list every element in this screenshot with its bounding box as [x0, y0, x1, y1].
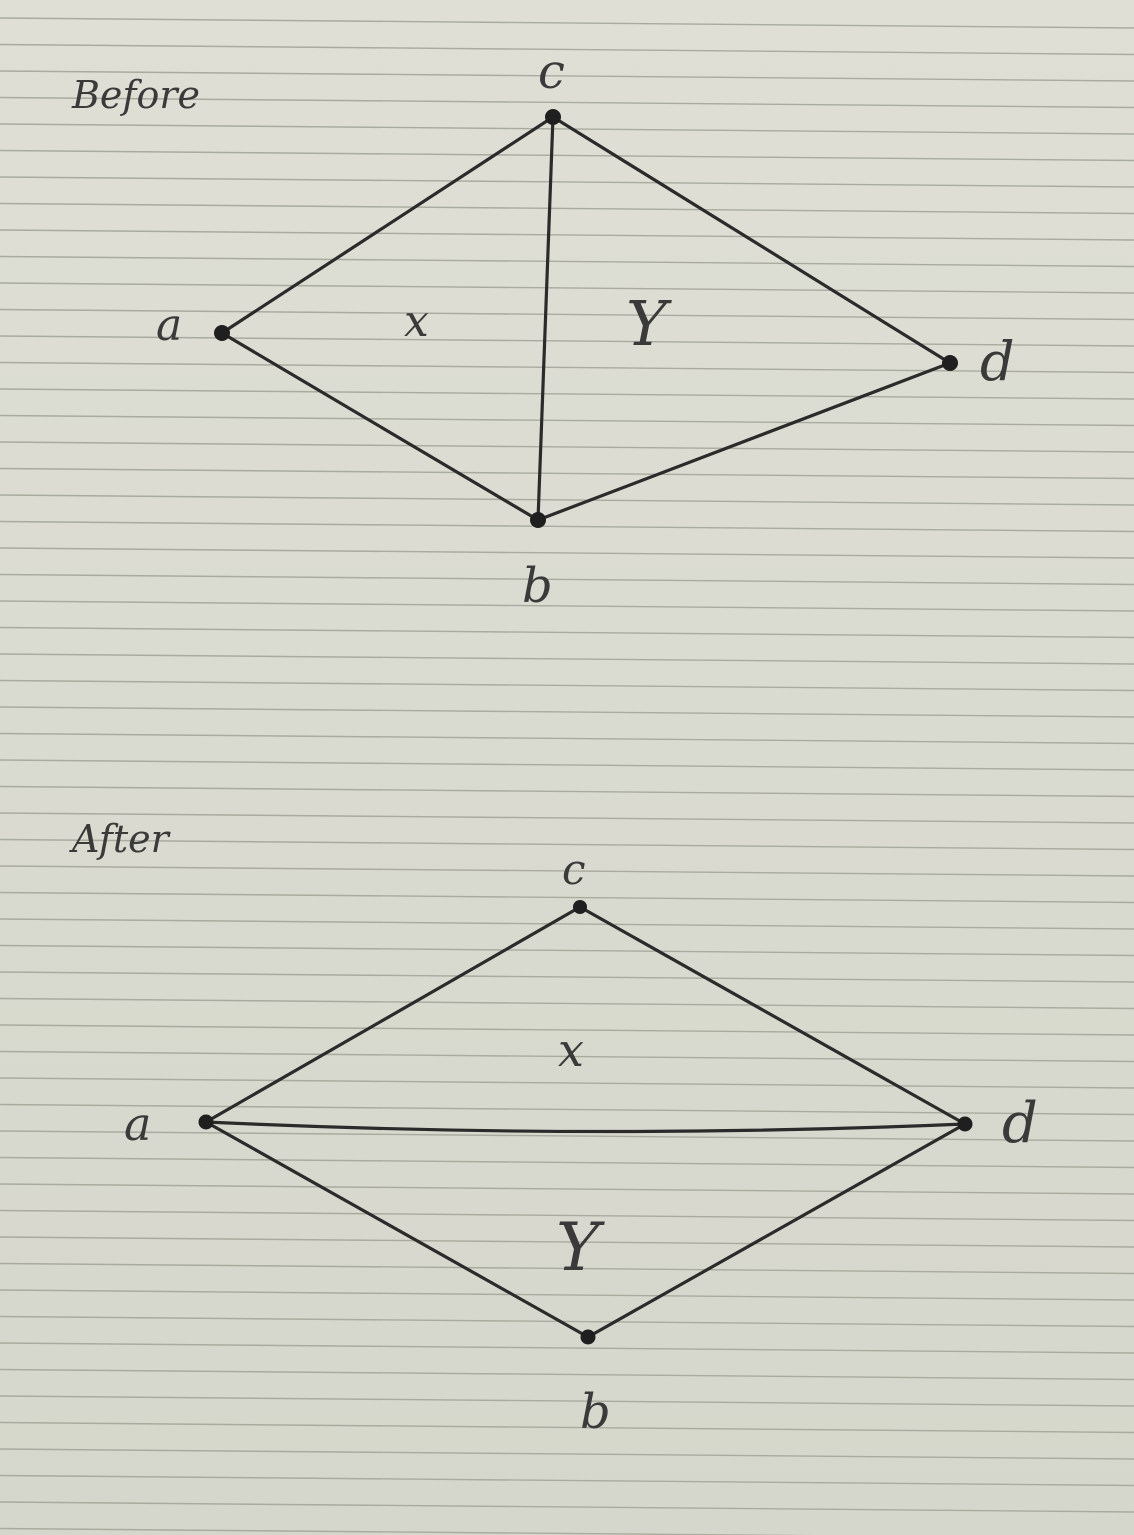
- before-face-x: x: [404, 296, 429, 347]
- after-edge-a-b: [204, 1120, 590, 1339]
- ruled-line: [0, 1368, 1134, 1381]
- ruled-line: [0, 255, 1134, 268]
- after-edges: [204, 905, 967, 1339]
- after-diagram: After a c b d x Y: [69, 817, 1038, 1440]
- ruled-line: [0, 573, 1134, 586]
- ruled-line: [0, 706, 1134, 718]
- ruled-line: [0, 653, 1134, 665]
- ruled-lines: [0, 17, 1134, 1535]
- ruled-line: [0, 282, 1134, 294]
- ruled-line: [0, 441, 1134, 453]
- ruled-line: [0, 1527, 817, 1535]
- ruled-line: [0, 494, 1134, 506]
- ruled-line: [0, 1130, 1134, 1142]
- after-edge-b-d: [586, 1122, 967, 1339]
- after-caption: After: [69, 817, 172, 861]
- before-diagram: Before a c b d x Y: [71, 44, 1015, 614]
- after-edge-a-c: [204, 905, 582, 1124]
- ruled-line: [0, 1236, 1134, 1248]
- before-label-d: d: [980, 330, 1015, 393]
- after-face-x: x: [558, 1023, 584, 1077]
- ruled-line: [0, 732, 1134, 745]
- ruled-line: [0, 1050, 1134, 1063]
- before-vertex-d: [942, 355, 958, 371]
- after-edge-c-d: [578, 905, 967, 1126]
- ruled-line: [0, 149, 1134, 162]
- before-edge-a-c: [220, 115, 555, 335]
- ruled-line: [0, 1342, 1134, 1354]
- ruled-line: [0, 1474, 1134, 1487]
- ruled-line: [0, 1448, 1134, 1460]
- ruled-line: [0, 361, 1134, 374]
- ruled-line: [0, 1103, 1134, 1116]
- after-vertex-d: [957, 1116, 973, 1132]
- before-label-b: b: [522, 558, 553, 614]
- after-vertex-b: [580, 1329, 596, 1345]
- after-label-d: d: [1002, 1091, 1038, 1156]
- ruled-line: [0, 785, 1134, 798]
- ruled-line: [0, 547, 1134, 559]
- ruled-line: [0, 1156, 1134, 1169]
- ruled-line: [0, 308, 1134, 321]
- after-vertex-a: [198, 1114, 214, 1130]
- before-vertex-c: [545, 109, 561, 125]
- before-vertex-b: [530, 512, 546, 528]
- ruled-line: [0, 1077, 1134, 1089]
- ruled-line: [0, 1289, 1134, 1301]
- ruled-line: [0, 891, 1134, 904]
- ruled-line: [0, 388, 1134, 400]
- after-label-a: a: [124, 1097, 151, 1151]
- before-edges: [220, 115, 952, 522]
- ruled-line: [0, 997, 1134, 1010]
- ruled-line: [0, 1262, 1134, 1275]
- ruled-line: [0, 1024, 1134, 1036]
- before-edge-b-d: [536, 361, 952, 522]
- after-label-b: b: [580, 1384, 611, 1440]
- ruled-line: [0, 1315, 1134, 1328]
- ruled-line: [0, 229, 1134, 241]
- ruled-line: [0, 202, 1134, 215]
- after-edge-a-d: [204, 1120, 967, 1134]
- ruled-line: [0, 43, 1134, 56]
- before-edge-c-d: [551, 115, 952, 365]
- ruled-line: [0, 335, 1134, 347]
- after-vertex-c: [573, 900, 587, 914]
- before-edge-a-b: [220, 331, 540, 522]
- ruled-line: [0, 1395, 1134, 1407]
- ruled-line: [0, 96, 1134, 109]
- ruled-line: [0, 865, 1134, 877]
- ruled-line: [0, 467, 1134, 480]
- ruled-line: [0, 1421, 1134, 1434]
- before-edge-c-b: [536, 115, 555, 522]
- before-vertex-a: [214, 325, 230, 341]
- before-label-c: c: [538, 44, 565, 100]
- ruled-line: [0, 70, 1134, 82]
- ruled-line: [0, 626, 1134, 639]
- after-label-c: c: [562, 845, 586, 894]
- ruled-line: [0, 759, 1134, 771]
- ruled-line: [0, 812, 1134, 824]
- before-label-a: a: [156, 300, 182, 351]
- ruled-line: [0, 176, 1134, 188]
- ruled-line: [0, 944, 1134, 957]
- ruled-line: [0, 1209, 1134, 1222]
- before-caption: Before: [71, 73, 200, 117]
- ruled-line: [0, 1501, 1134, 1513]
- ruled-line: [0, 414, 1134, 427]
- after-face-y: Y: [556, 1209, 605, 1286]
- ruled-line: [0, 123, 1134, 135]
- ruled-line: [0, 600, 1134, 612]
- ruled-line: [0, 679, 1134, 692]
- ruled-line: [0, 971, 1134, 983]
- before-face-y: Y: [626, 287, 672, 360]
- ruled-line: [0, 17, 1134, 29]
- ruled-line: [0, 918, 1134, 930]
- ruled-line: [0, 1183, 1134, 1195]
- ruled-line: [0, 838, 1134, 851]
- ruled-line: [0, 520, 1134, 533]
